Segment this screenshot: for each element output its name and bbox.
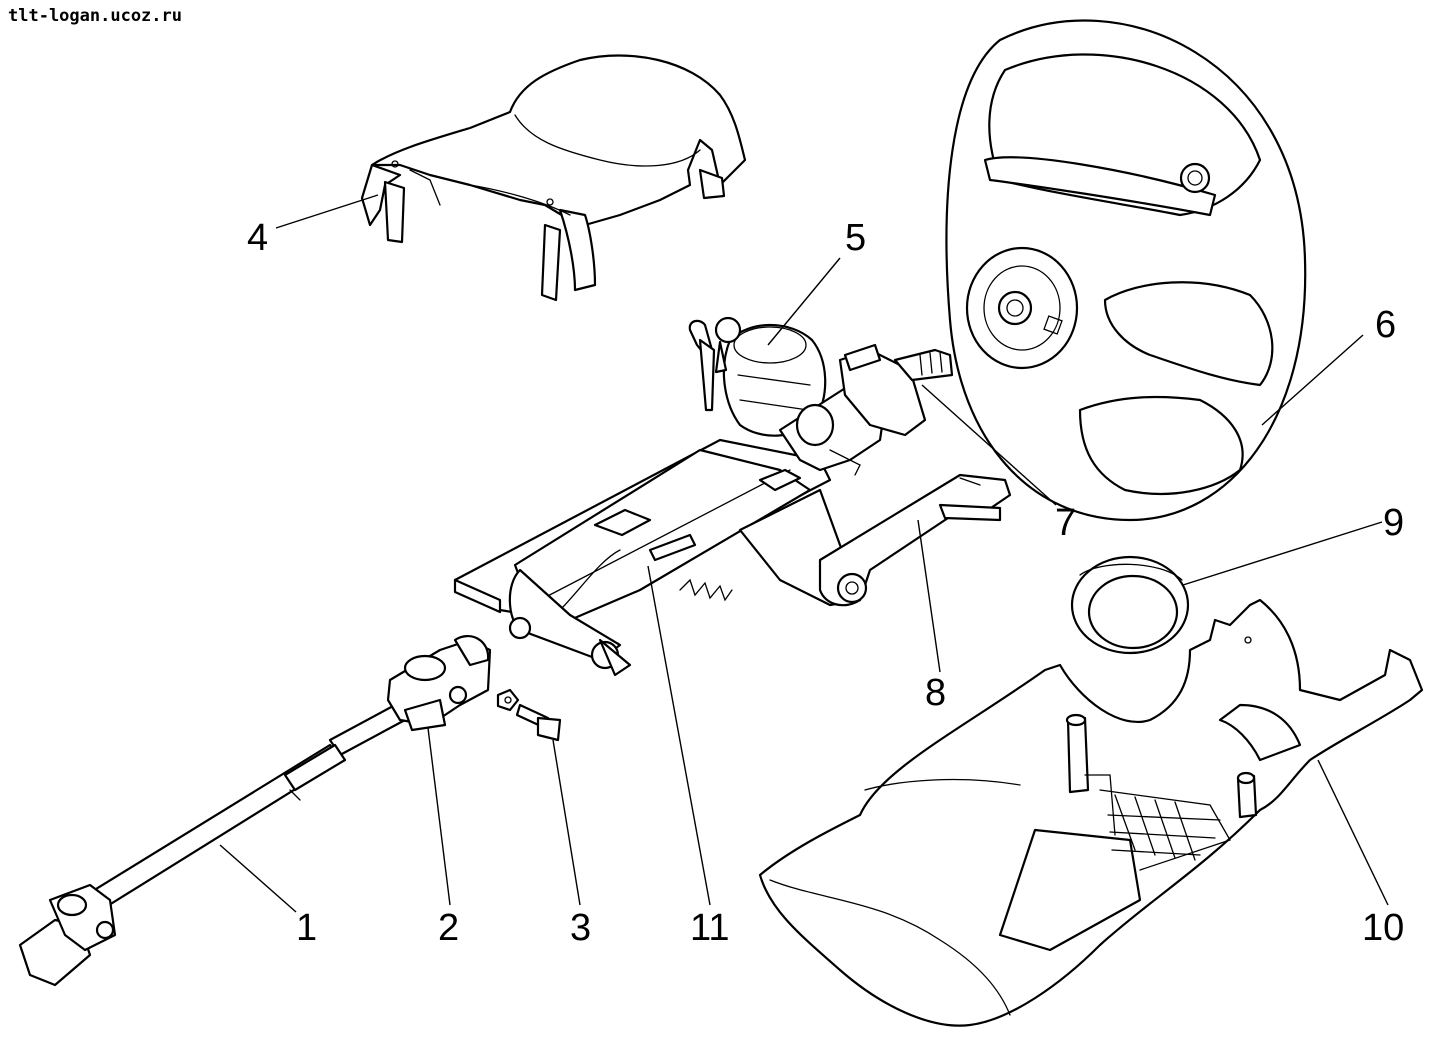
steering-column xyxy=(453,383,887,677)
leader-6 xyxy=(1261,334,1364,426)
leader-10 xyxy=(1317,759,1389,906)
site-watermark: tlt-logan.ucoz.ru xyxy=(8,6,182,26)
callout-7: 7 xyxy=(1055,502,1076,544)
leader-2 xyxy=(427,727,451,906)
lower-steering-shroud xyxy=(758,598,1424,1027)
callout-8: 8 xyxy=(925,672,946,714)
intermediate-shaft xyxy=(18,703,407,987)
leader-8 xyxy=(917,519,941,673)
tilt-lever-bracket xyxy=(818,473,1012,607)
leader-1 xyxy=(219,844,297,913)
callout-10: 10 xyxy=(1362,907,1404,949)
callout-2: 2 xyxy=(438,907,459,949)
callout-1: 1 xyxy=(296,907,317,949)
callout-6: 6 xyxy=(1375,304,1396,346)
bolt-and-nut xyxy=(496,688,562,742)
column-upper-bracket xyxy=(838,343,954,437)
leader-9 xyxy=(1182,521,1383,586)
callout-3: 3 xyxy=(570,907,591,949)
upper-steering-shroud xyxy=(360,54,747,302)
callout-5: 5 xyxy=(845,217,866,259)
callout-numbers: 1 2 3 4 5 6 7 8 9 10 11 xyxy=(247,217,1404,949)
callout-9: 9 xyxy=(1383,502,1404,544)
leader-lines xyxy=(219,194,1389,913)
leader-11 xyxy=(647,565,711,906)
callout-11: 11 xyxy=(690,907,729,949)
ignition-lock-switch xyxy=(688,316,827,437)
universal-joint xyxy=(386,634,492,732)
leader-5 xyxy=(767,257,841,346)
leader-4 xyxy=(275,194,379,229)
steering-wheel xyxy=(945,19,1307,522)
leader-7 xyxy=(921,384,1057,506)
callout-4: 4 xyxy=(247,217,268,259)
switch-collar-ring xyxy=(1070,555,1190,655)
leader-3 xyxy=(552,739,581,906)
